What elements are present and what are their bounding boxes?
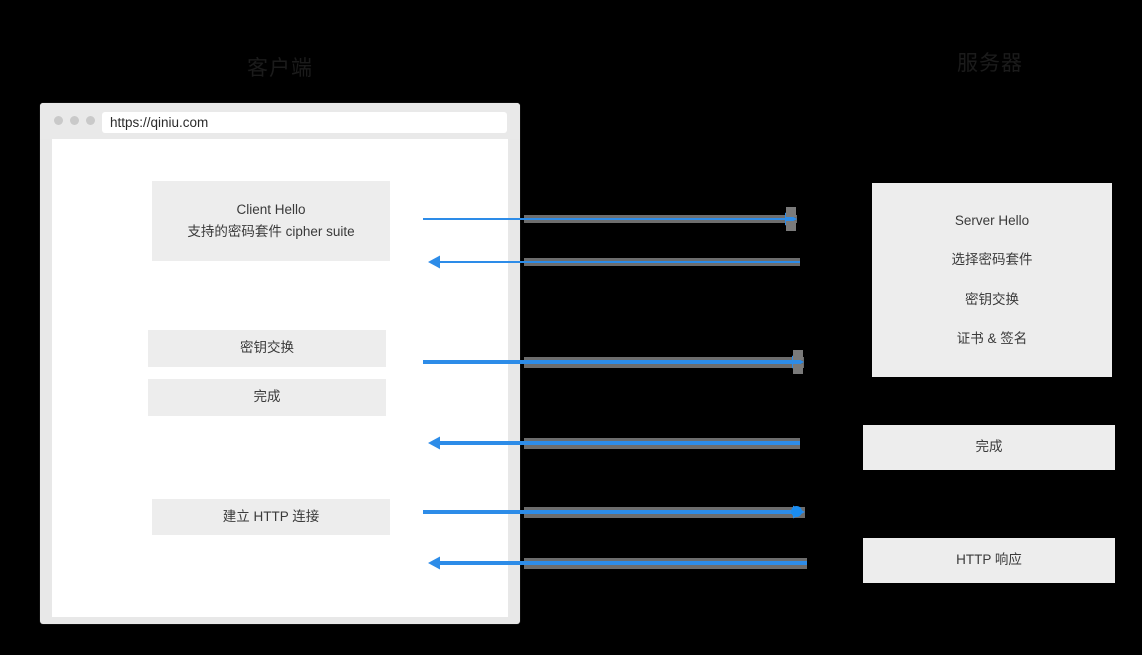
arrow-endpoint-handle[interactable]: [793, 364, 803, 374]
client-message-finished[interactable]: 完成: [148, 379, 386, 416]
browser-chrome: https://qiniu.com: [40, 103, 520, 139]
client-message-key-exchange[interactable]: 密钥交换: [148, 330, 386, 367]
server-message-finished[interactable]: 完成: [863, 425, 1115, 470]
message-line: Server Hello: [954, 212, 1030, 228]
message-line: 证书 & 签名: [956, 330, 1028, 346]
traffic-lights: [54, 116, 95, 125]
arrow-endpoint-handle[interactable]: [786, 221, 796, 231]
message-line: 建立 HTTP 连接: [222, 508, 320, 524]
message-line: HTTP 响应: [956, 552, 1022, 568]
message-line: Client Hello: [236, 201, 306, 217]
message-line: 完成: [975, 439, 1003, 455]
arrow-client-hello[interactable]: [411, 209, 809, 229]
client-column-title: 客户端: [247, 57, 313, 80]
message-line: 选择密码套件: [951, 252, 1033, 268]
server-column-title: 服务器: [957, 52, 1023, 75]
arrow-endpoint-handle[interactable]: [791, 506, 802, 517]
arrow-http-response[interactable]: [416, 553, 819, 573]
server-message-server-hello[interactable]: Server Hello 选择密码套件 密钥交换 证书 & 签名: [872, 183, 1112, 377]
message-line: 密钥交换: [240, 340, 294, 356]
message-line: 支持的密码套件 cipher suite: [187, 224, 355, 239]
arrow-server-finished[interactable]: [416, 433, 812, 453]
server-message-http-response[interactable]: HTTP 响应: [863, 538, 1115, 583]
url-input[interactable]: https://qiniu.com: [102, 112, 507, 133]
arrow-http-connect[interactable]: [411, 502, 817, 522]
arrow-key-exchange[interactable]: [411, 352, 816, 372]
minimize-dot-icon[interactable]: [70, 116, 79, 125]
client-message-client-hello[interactable]: Client Hello 支持的密码套件 cipher suite: [152, 181, 390, 261]
arrow-server-hello[interactable]: [416, 252, 812, 272]
maximize-dot-icon[interactable]: [86, 116, 95, 125]
message-line: 完成: [253, 389, 281, 405]
arrow-endpoint-handle[interactable]: [786, 207, 796, 217]
message-line: 密钥交换: [965, 291, 1019, 307]
arrow-endpoint-handle[interactable]: [793, 350, 803, 360]
close-dot-icon[interactable]: [54, 116, 63, 125]
client-message-http-connect[interactable]: 建立 HTTP 连接: [152, 499, 390, 535]
